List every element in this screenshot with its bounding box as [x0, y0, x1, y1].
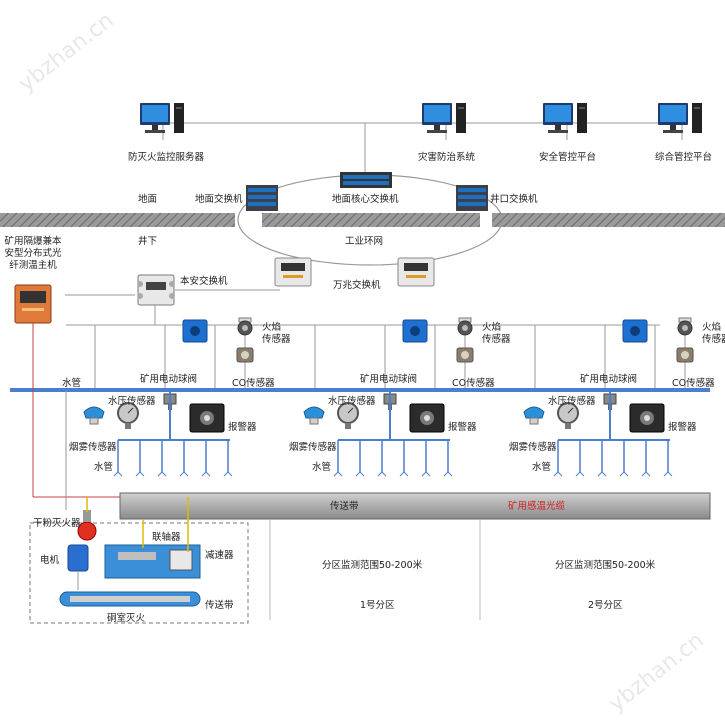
core-switch-icon	[340, 172, 392, 188]
underground-label: 井下	[138, 236, 158, 247]
reducer-label: 减速器	[205, 550, 234, 561]
zone-0-valve-label: 矿用电动球阀	[140, 374, 198, 385]
zone-2-pressure-sensor-label: 水压传感器	[548, 396, 596, 407]
shaft-switch-label: 井口交换机	[490, 194, 538, 205]
zone-1-nozzle-icon	[421, 471, 431, 477]
zone-0-pressure-sensor-label: 水压传感器	[108, 396, 156, 407]
zone-2-co-sensor-label: CO传感器	[672, 378, 715, 389]
motor-label: 电机	[40, 555, 60, 566]
zone-2-label: 2号分区	[588, 600, 623, 611]
ground-label: 地面	[138, 194, 158, 205]
zone-0-flame-label-2: 传感器	[262, 334, 291, 345]
zone-0-smoke-sensor-label: 烟雾传感器	[69, 442, 117, 453]
zone-2-water-pipe-label: 水管	[532, 462, 552, 473]
zone-0-water-pipe-label: 水管	[94, 462, 114, 473]
zone-1-water-pipe-label: 水管	[312, 462, 332, 473]
ground-layer-right	[492, 213, 725, 227]
zone-0-nozzle-icon	[135, 471, 145, 477]
zone-2-flame-label-1: 火焰	[702, 322, 722, 333]
zone-2-co-sensor-icon	[676, 347, 694, 363]
zone-0-nozzle-icon	[223, 471, 233, 477]
ground-layer-left	[0, 213, 235, 227]
zone-2-nozzle-icon	[597, 471, 607, 477]
zone-2-nozzle-icon	[575, 471, 585, 477]
zone-1-nozzle-icon	[377, 471, 387, 477]
zone-2-smoke-sensor-label: 烟雾传感器	[509, 442, 557, 453]
disaster-system-label: 灾害防治系统	[418, 152, 476, 163]
gigabit-switch-label: 万兆交换机	[333, 280, 381, 291]
zone-2-nozzle-icon	[553, 471, 563, 477]
ground-layer-mid	[262, 213, 480, 227]
zone-2-nozzle-icon	[619, 471, 629, 477]
zone-1-flame-label-2: 传感器	[482, 334, 511, 345]
zone-2-flame-label-2: 传感器	[702, 334, 725, 345]
zone-1-label: 1号分区	[360, 600, 395, 611]
zone-2-flame-sensor-icon	[677, 317, 693, 336]
zone-2-nozzle-icon	[663, 471, 673, 477]
zone-0-smoke-sensor-icon	[83, 406, 105, 425]
chamber-conveyor-label: 传送带	[205, 600, 234, 611]
zone-2-nozzle-icon	[641, 471, 651, 477]
zone-0-nozzle-icon	[179, 471, 189, 477]
zone-0-nozzle-icon	[113, 471, 123, 477]
chamber-box	[29, 522, 249, 624]
zone-1-co-sensor-label: CO传感器	[452, 378, 495, 389]
zone-1-smoke-sensor-label: 烟雾传感器	[289, 442, 337, 453]
zone-1-valve-label: 矿用电动球阀	[360, 374, 418, 385]
zone-2-valve-label: 矿用电动球阀	[580, 374, 638, 385]
ia-switch-icon	[137, 274, 175, 306]
zone-1-range-label: 分区监测范围50-200米	[322, 560, 423, 571]
water-pipe-main-label: 水管	[62, 378, 82, 389]
core-switch-label: 地面核心交换机	[332, 194, 399, 205]
zone-1-control-box-icon	[402, 319, 428, 343]
dry-powder-label: 干粉灭火器	[33, 518, 81, 529]
zone-1-flame-label-1: 火焰	[482, 322, 502, 333]
zone-1-co-sensor-icon	[456, 347, 474, 363]
zone-0-flame-sensor-icon	[237, 317, 253, 336]
host-label: 矿用隔爆兼本安型分布式光纤测温主机	[4, 236, 62, 271]
zone-1-smoke-sensor-icon	[303, 406, 325, 425]
zone-0-nozzle-icon	[157, 471, 167, 477]
zone-0-alarm-icon	[189, 403, 225, 433]
zone-1-nozzle-icon	[355, 471, 365, 477]
zone-1-flame-sensor-icon	[457, 317, 473, 336]
zone-0-alarm-label: 报警器	[228, 422, 257, 433]
zone-0-control-box-icon	[182, 319, 208, 343]
conveyor-label: 传送带	[330, 501, 359, 512]
zone-1-alarm-icon	[409, 403, 445, 433]
safety-platform-label: 安全管控平台	[539, 152, 597, 163]
conveyor-belt	[119, 492, 711, 520]
coupling-label: 联轴器	[152, 532, 181, 543]
zone-2-control-box-icon	[622, 319, 648, 343]
integrated-platform-label: 综合管控平台	[655, 152, 713, 163]
host-icon	[14, 284, 52, 324]
fiber-cable-label: 矿用感温光缆	[508, 501, 566, 512]
zone-1-pressure-sensor-label: 水压传感器	[328, 396, 376, 407]
zone-0-co-sensor-label: CO传感器	[232, 378, 275, 389]
zone-2-alarm-label: 报警器	[668, 422, 697, 433]
zone-1-nozzle-icon	[399, 471, 409, 477]
main-water-pipe	[10, 388, 710, 392]
ground-switch-label: 地面交换机	[195, 194, 243, 205]
zone-0-nozzle-icon	[201, 471, 211, 477]
zone-2-smoke-sensor-icon	[523, 406, 545, 425]
zone-1-nozzle-icon	[333, 471, 343, 477]
ia-switch-label: 本安交换机	[180, 276, 228, 287]
zone-0-co-sensor-icon	[236, 347, 254, 363]
dry-powder-extinguisher-icon	[77, 510, 97, 541]
reducer-assembly-icon	[104, 544, 201, 579]
industrial-ring-label: 工业环网	[345, 236, 384, 247]
zone-1-nozzle-icon	[443, 471, 453, 477]
fire-server-label: 防灭火监控服务器	[128, 152, 205, 163]
chamber-fire-label: 硐室灭火	[107, 613, 146, 624]
zone-2-alarm-icon	[629, 403, 665, 433]
zone-0-flame-label-1: 火焰	[262, 322, 282, 333]
zone-2-range-label: 分区监测范围50-200米	[555, 560, 656, 571]
zone-1-alarm-label: 报警器	[448, 422, 477, 433]
